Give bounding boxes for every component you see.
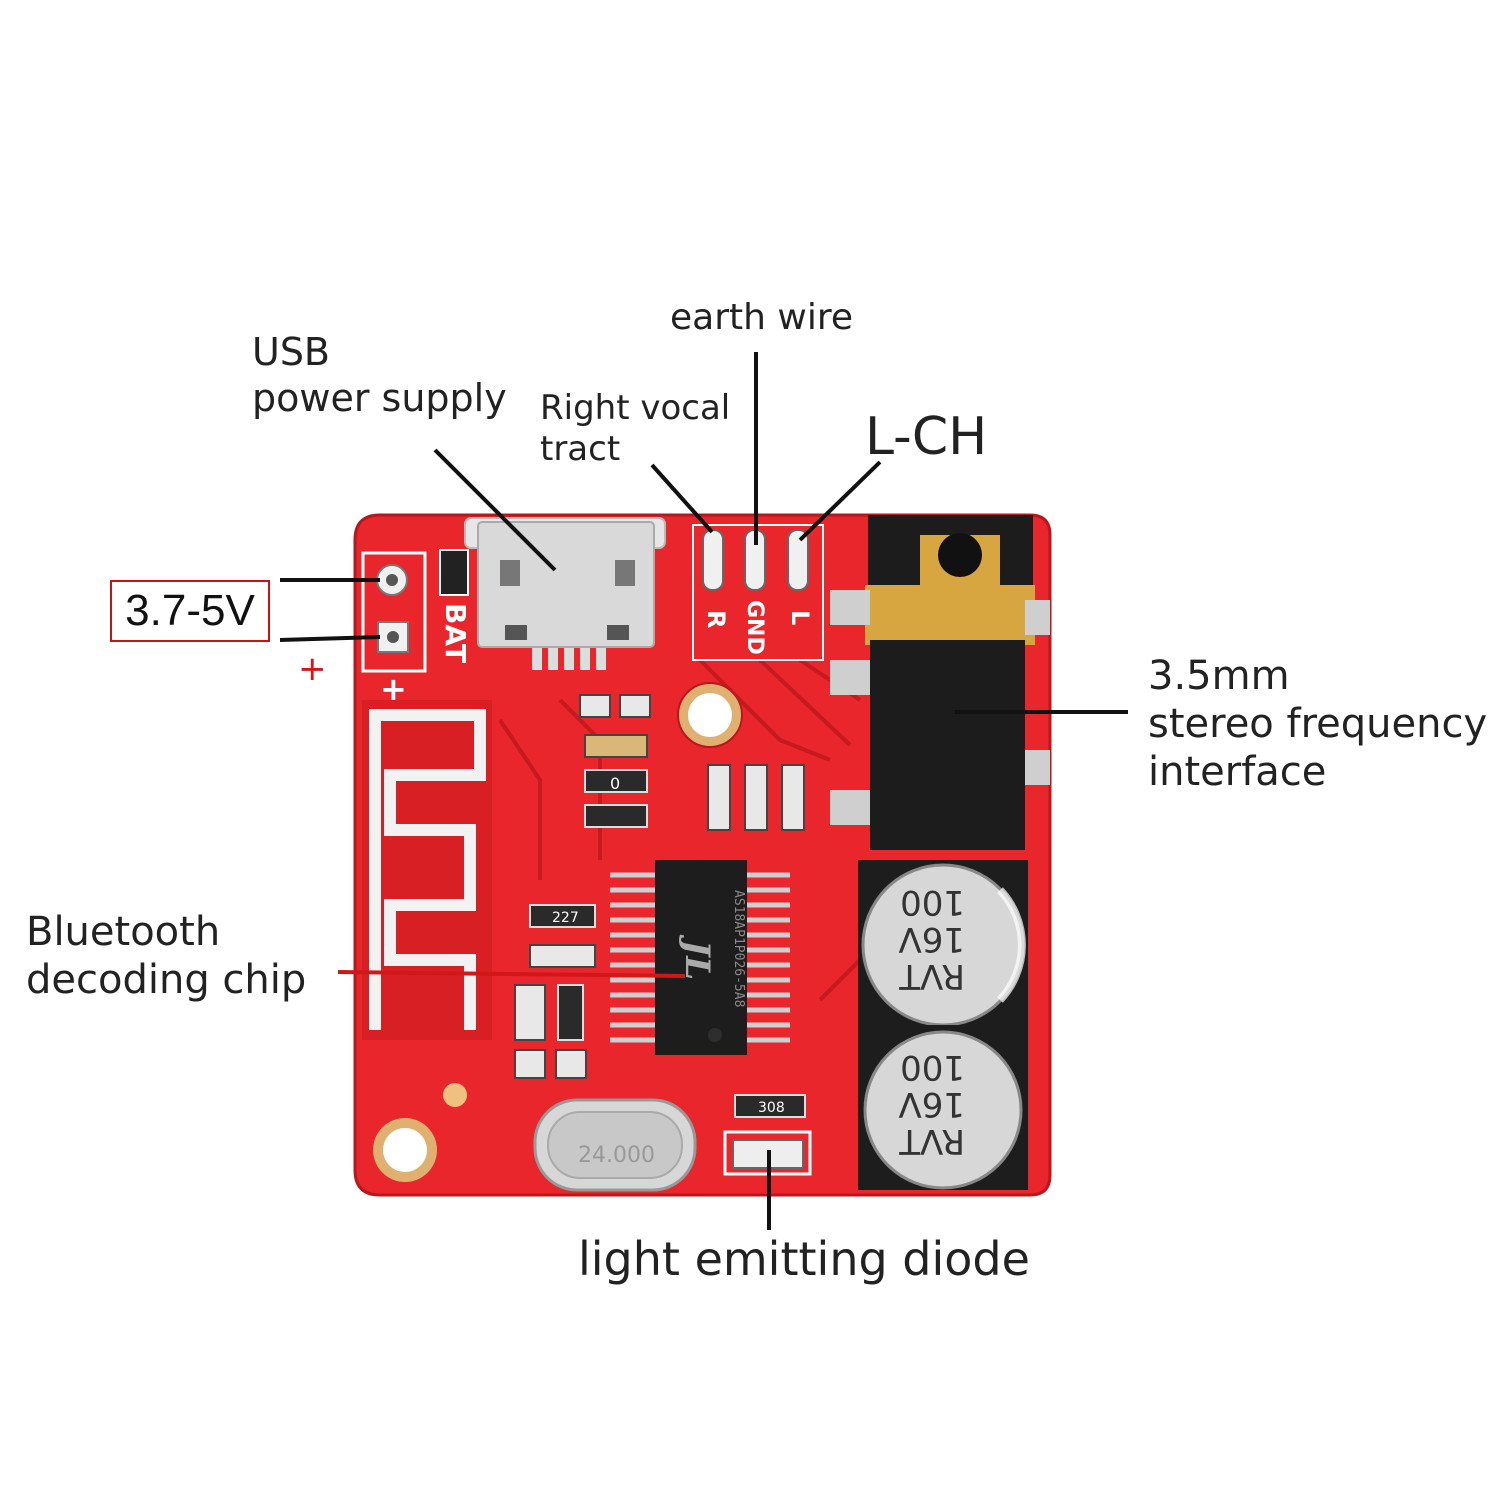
- minus-silkscreen: -: [306, 543, 317, 578]
- label-right-vocal-tract: Right vocal tract: [540, 388, 730, 470]
- chip-code: AS18AP1P026-5A8: [731, 890, 746, 1007]
- leader-right: [650, 463, 714, 534]
- label-led: light emitting diode: [578, 1232, 1030, 1286]
- label-voltage: 3.7-5V: [110, 580, 270, 642]
- pcb-antenna: [362, 700, 492, 1040]
- cap-top-value: 100: [900, 882, 965, 922]
- cap-top-voltage: 16V: [898, 919, 965, 959]
- mounting-hole-top: [677, 682, 743, 748]
- label-usb-line2: power supply: [252, 375, 507, 420]
- resistor-227-code: 227: [552, 910, 579, 926]
- label-l-ch: L-CH: [865, 407, 988, 467]
- label-stereo-line2: stereo frequency: [1148, 701, 1488, 747]
- resistor-0-code: 0: [610, 774, 620, 793]
- label-stereo-interface: 3.5mm stereo frequency interface: [1148, 652, 1487, 796]
- mounting-hole-bottom: [373, 1118, 437, 1182]
- cap-bottom-value: 100: [900, 1047, 965, 1087]
- label-stereo-line1: 3.5mm: [1148, 653, 1290, 699]
- leader-lch: [798, 460, 882, 542]
- micro-usb-connector: [464, 517, 666, 670]
- leader-bluetooth: [337, 970, 686, 978]
- label-bt-line1: Bluetooth: [26, 909, 221, 955]
- label-earth-wire: earth wire: [670, 297, 853, 338]
- smd-components: 0 227 308: [514, 694, 806, 1118]
- label-usb-line1: USB: [252, 330, 331, 374]
- label-usb-power-supply: USB power supply: [252, 330, 507, 421]
- pin-l-silkscreen: L: [786, 610, 814, 625]
- label-bluetooth-chip: Bluetooth decoding chip: [26, 908, 306, 1004]
- capacitor-top: RVT 16V 100: [858, 860, 1028, 1030]
- label-stereo-line3: interface: [1148, 749, 1327, 795]
- cap-top-brand: RVT: [899, 956, 965, 996]
- label-right-line1: Right vocal: [540, 388, 731, 428]
- label-right-line2: tract: [540, 428, 621, 469]
- smd-switch: [439, 549, 469, 596]
- plus-outside-silkscreen: +: [298, 649, 327, 689]
- leader-lines: [279, 352, 1128, 1230]
- pin-gnd-silkscreen: GND: [742, 600, 767, 655]
- crystal-frequency: 24.000: [578, 1143, 655, 1168]
- bluetooth-chip: JL AS18AP1P026-5A8: [610, 860, 790, 1055]
- battery-header: BAT - + +: [298, 543, 472, 708]
- capacitor-bottom: RVT 16V 100: [858, 1025, 1028, 1190]
- crystal-oscillator: 24.000: [533, 1098, 697, 1192]
- pin-r-silkscreen: R: [702, 610, 730, 628]
- resistor-308-code: 308: [758, 1100, 785, 1116]
- leader-usb: [433, 448, 557, 572]
- bat-silkscreen: BAT: [439, 603, 472, 663]
- via: [443, 1083, 467, 1107]
- cap-bottom-brand: RVT: [899, 1121, 965, 1161]
- audio-jack: [830, 515, 1050, 850]
- chip-logo: JL: [677, 934, 717, 980]
- cap-bottom-voltage: 16V: [898, 1084, 965, 1124]
- leader-voltage-plus: [279, 635, 381, 642]
- label-bt-line2: decoding chip: [26, 957, 307, 1003]
